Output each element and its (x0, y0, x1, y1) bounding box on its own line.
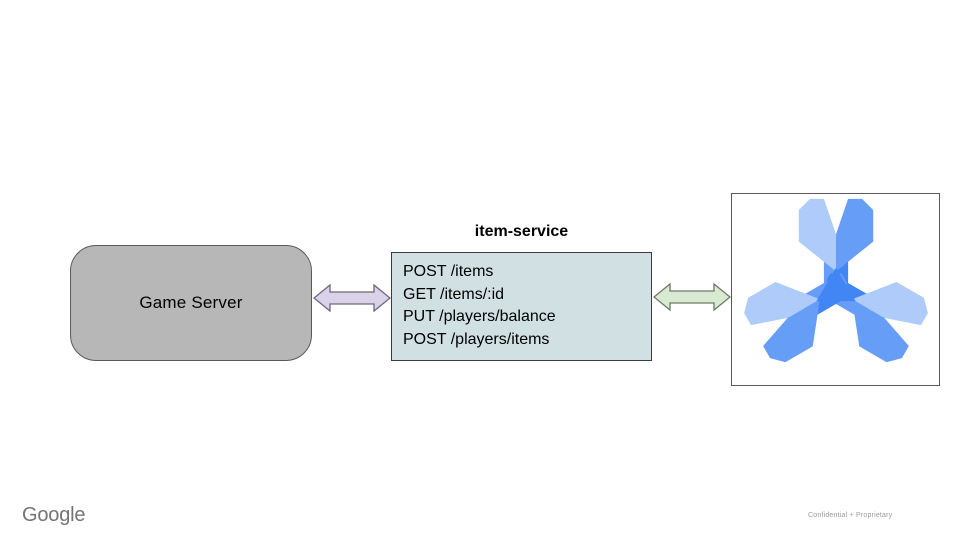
cloud-spanner-icon (743, 198, 928, 362)
endpoint-line: GET /items/:id (403, 285, 505, 303)
endpoint-line: POST /players/items (403, 330, 550, 348)
item-service-title: item-service (474, 223, 569, 240)
icon-shape (851, 298, 909, 362)
endpoint-line: PUT /players/balance (403, 308, 556, 325)
google-logo: Google (22, 504, 86, 526)
spanner-arm-top (798, 198, 873, 303)
double-arrow-shape (653, 282, 731, 312)
game-server-node[interactable]: Game Server (70, 245, 312, 361)
endpoint-line: POST /items (403, 263, 494, 280)
spanner-node[interactable] (731, 193, 940, 386)
icon-shape (743, 281, 820, 325)
confidentiality-notice: Confidential + Proprietary (808, 512, 893, 519)
double-arrow-shape (313, 283, 391, 313)
icon-shape (762, 298, 820, 362)
item-service-node[interactable]: POST /items GET /items/:id PUT /players/… (391, 252, 652, 361)
icon-shape (835, 198, 873, 271)
right-double-arrow-connector[interactable] (653, 282, 731, 312)
icon-shape (815, 267, 856, 301)
icon-shape (851, 281, 928, 325)
game-server-label: Game Server (139, 293, 243, 312)
left-double-arrow-connector[interactable] (313, 283, 391, 313)
icon-shape (798, 198, 836, 271)
